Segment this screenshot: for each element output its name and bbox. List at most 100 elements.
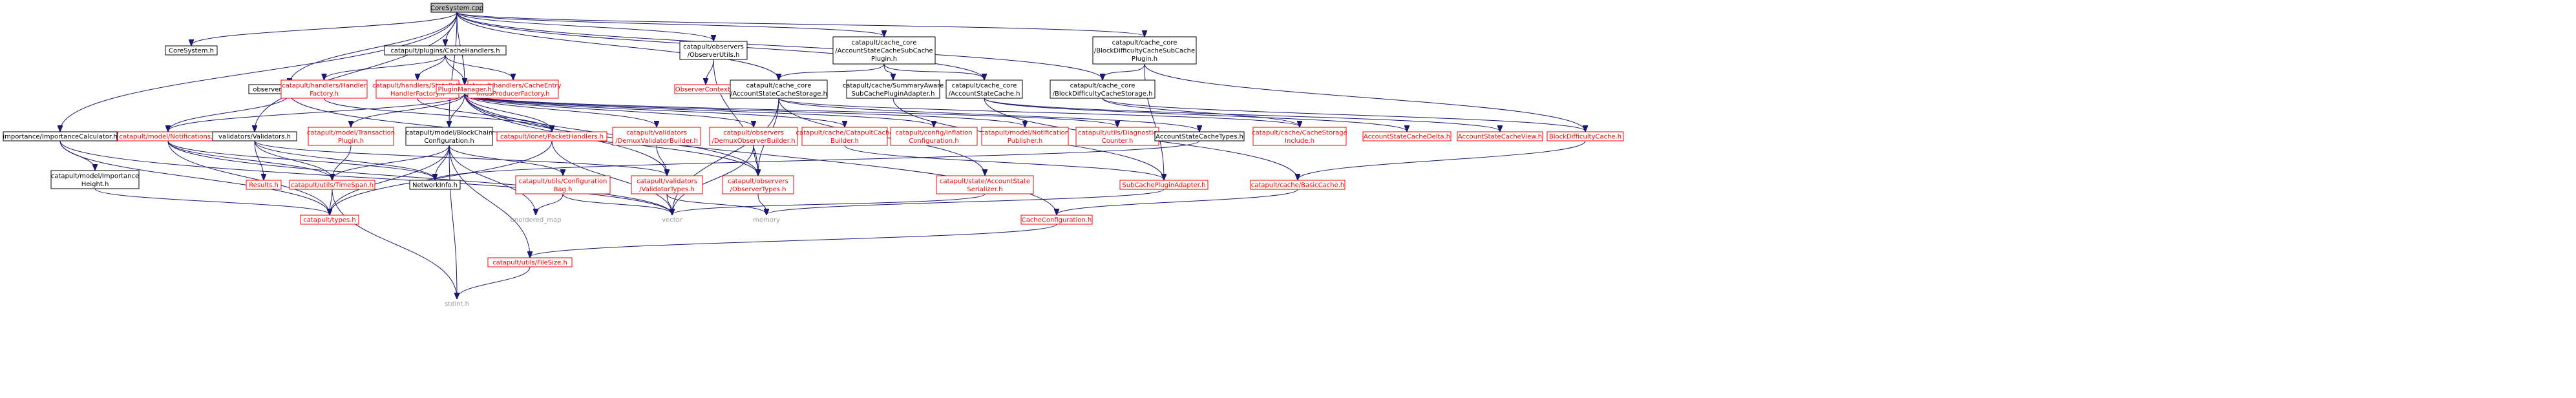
node-results_h[interactable]: Results.h [246, 180, 282, 190]
node-core_system_h[interactable]: CoreSystem.h [165, 45, 218, 56]
node-validator_types_h[interactable]: catapult/validators/ValidatorTypes.h [631, 175, 703, 194]
node-box [846, 79, 940, 99]
node-label-line: Publisher.h [1008, 138, 1043, 145]
node-label-line: catapult/validators [626, 129, 687, 136]
node-account_state_cache_view_h[interactable]: AccountStateCacheView.h [1457, 131, 1543, 141]
node-label-line: Bag.h [554, 186, 573, 193]
node-label-line: catapult/utils/TimeSpan.h [291, 182, 374, 189]
node-label-line: AccountStateCacheView.h [1458, 134, 1542, 141]
node-box [289, 180, 375, 190]
node-network_info_h[interactable]: NetworkInfo.h [409, 180, 461, 190]
node-blockdiff_cache_storage_h[interactable]: catapult/cache_core/BlockDifficultyCache… [1050, 79, 1156, 99]
node-time_span_h[interactable]: catapult/utils/TimeSpan.h [289, 180, 375, 190]
edge-cache_configuration_h-to-file_size_h [530, 224, 1057, 257]
node-box [1250, 180, 1346, 190]
edge-blockdiff_subcache_plugin_h-to-blockdiff_cache_storage_h [1103, 63, 1145, 79]
node-handler_factory_h[interactable]: catapult/handlers/HandlerFactory.h [280, 79, 368, 99]
node-box [709, 127, 798, 146]
node-cache_configuration_h[interactable]: CacheConfiguration.h [1020, 215, 1093, 225]
edge-packet_handlers_h-to-vector [551, 140, 672, 215]
edge-validators_h-to-validator_types_h [254, 140, 667, 175]
node-block_difficulty_cache_h[interactable]: BlockDifficultyCache.h [1547, 131, 1624, 141]
node-core_system_cpp[interactable]: CoreSystem.cpp [430, 3, 483, 13]
edge-plugin_manager_h-to-diagnostic_counter_h [464, 93, 1117, 127]
edge-blockchain_config_h-to-file_size_h [449, 145, 530, 257]
node-unordered_map: unordered_map [511, 217, 562, 224]
edge-cache_handlers_h-to-handler_factory_h [324, 54, 446, 79]
node-box [384, 45, 507, 56]
node-account_state_cache_storage_h[interactable]: catapult/cache_core/AccountStateCacheSto… [730, 79, 828, 99]
node-observer_context_h[interactable]: ObserverContext.h [674, 84, 737, 94]
edge-file_size_h-to-stdint_h [457, 266, 531, 298]
node-label-line: catapult/handlers/Handler [282, 82, 366, 89]
node-label-line: catapult/observers [728, 178, 788, 185]
edge-blockdiff_cache_storage_h-to-block_difficulty_cache_h [1102, 98, 1585, 131]
node-validators_h[interactable]: validators/Validators.h [212, 131, 297, 141]
node-label-line: catapult/cache_core [1070, 82, 1135, 89]
node-label-line: Include.h [1285, 138, 1314, 145]
edge-importance_calculator_h-to-vector [59, 140, 672, 215]
node-account_state_cache_delta_h[interactable]: AccountStateCacheDelta.h [1362, 131, 1452, 141]
node-packet_handlers_h[interactable]: catapult/ionet/PacketHandlers.h [496, 131, 607, 141]
node-cache_handlers_h[interactable]: catapult/plugins/CacheHandlers.h [384, 45, 507, 56]
edge-validator_types_h-to-memory [666, 193, 766, 215]
node-label-line: Height.h [81, 181, 109, 188]
node-label-line: memory [753, 217, 780, 224]
node-label-line: Counter.h [1102, 138, 1134, 145]
node-label-line: Plugin.h [338, 138, 364, 145]
node-label-line: Results.h [249, 182, 279, 189]
node-acct_cache_subcache_plugin_h[interactable]: catapult/cache_core/AccountStateCacheSub… [832, 36, 936, 65]
node-label-line: catapult/model/Importance [51, 173, 139, 180]
edge-demux_validator_builder_h-to-validator_types_h [656, 145, 667, 175]
node-types_h[interactable]: catapult/types.h [300, 215, 359, 225]
node-box [722, 175, 794, 194]
node-importance_calculator_h[interactable]: importance/ImportanceCalculator.h [3, 131, 118, 141]
node-label-line: /BlockDifficultyCacheSubCache [1094, 48, 1195, 55]
node-blockdiff_subcache_plugin_h[interactable]: catapult/cache_core/BlockDifficultyCache… [1092, 36, 1197, 65]
node-summary_aware_adapter_h[interactable]: catapult/cache/SummaryAwareSubCachePlugi… [843, 79, 944, 99]
node-label-line: CoreSystem.cpp [430, 5, 483, 12]
edge-account_state_cache_h-to-account_state_cache_view_h [984, 98, 1500, 131]
edge-plugin_manager_h-to-transaction_plugin_h [351, 93, 465, 127]
node-stdint_h: stdint.h [445, 301, 469, 308]
node-observer_types_h[interactable]: catapult/observers/ObserverTypes.h [722, 175, 794, 194]
node-plugin_manager_h[interactable]: PluginManager.h [436, 84, 494, 94]
node-subcache_plugin_adapter_h[interactable]: SubCachePluginAdapter.h [1119, 180, 1209, 190]
node-label-line: catapult/cache/CatapultCache [796, 129, 893, 136]
node-box [430, 3, 483, 13]
node-account_state_cache_h[interactable]: catapult/cache_core/AccountStateCache.h [945, 79, 1023, 99]
edge-acct_cache_subcache_plugin_h-to-account_state_cache_storage_h [779, 63, 885, 79]
edge-core_system_cpp-to-observers_h [290, 12, 458, 84]
node-file_size_h[interactable]: catapult/utils/FileSize.h [487, 257, 573, 267]
node-label-line: catapult/observers [683, 43, 744, 50]
node-label-line: catapult/model/Transaction [307, 129, 395, 136]
node-label-line: ObserverContext.h [675, 87, 737, 94]
node-demux_validator_builder_h[interactable]: catapult/validators/DemuxValidatorBuilde… [612, 127, 701, 146]
node-box [612, 127, 701, 146]
node-label-line: catapult/cache_core [852, 39, 917, 47]
node-account_state_cache_types_h[interactable]: AccountStateCacheTypes.h [1154, 131, 1245, 141]
node-statepath_handler_factory_h[interactable]: catapult/handlers/StatePathHandlerFactor… [372, 79, 463, 99]
edge-handler_factory_h-to-packet_handlers_h [324, 98, 553, 131]
node-model_notifications_h[interactable]: catapult/model/Notifications.h [117, 131, 219, 141]
node-label-line: catapult/types.h [303, 217, 356, 224]
node-box [631, 175, 703, 194]
node-label-line: /DemuxValidatorBuilder.h [615, 138, 698, 145]
node-demux_observer_builder_h[interactable]: catapult/observers/DemuxObserverBuilder.… [709, 127, 798, 146]
node-basic_cache_h[interactable]: catapult/cache/BasicCache.h [1250, 180, 1346, 190]
node-label-line: InfosProducerFactory.h [476, 90, 549, 98]
node-observer_utils_h[interactable]: catapult/observers/ObserverUtils.h [679, 41, 748, 60]
node-label-line: catapult/model/Notification [981, 129, 1069, 136]
node-box [1075, 127, 1159, 146]
node-box [1362, 131, 1452, 141]
